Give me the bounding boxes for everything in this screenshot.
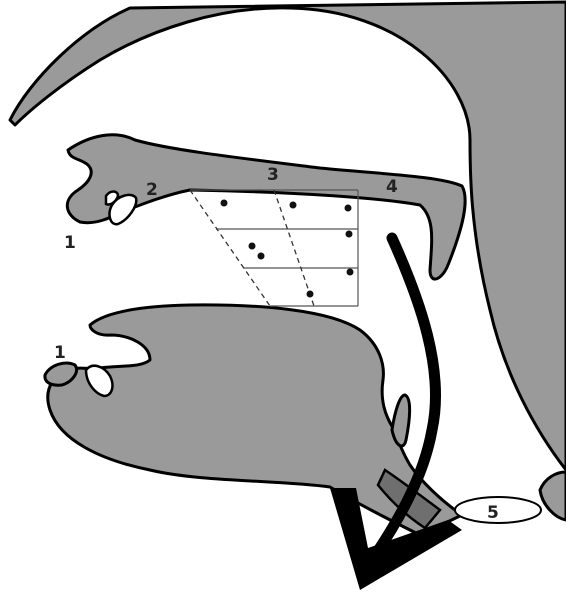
label-lips-upper: 1 (64, 233, 76, 253)
grid-front-edge (190, 190, 270, 306)
label-alveolar-ridge: 2 (146, 180, 158, 200)
epiglottis (392, 395, 410, 446)
vowel-point (345, 205, 352, 212)
vowel-points (221, 200, 354, 298)
label-soft-palate: 4 (386, 177, 398, 197)
posterior-pharynx-bump (540, 472, 566, 520)
vowel-chart-grid (190, 190, 358, 306)
vowel-point (290, 202, 297, 209)
label-lips-lower: 1 (54, 343, 66, 363)
vowel-point (346, 231, 353, 238)
label-hard-palate: 3 (267, 165, 279, 185)
vowel-point (249, 243, 256, 250)
vowel-point (258, 253, 265, 260)
vowel-point (347, 269, 354, 276)
vowel-point (307, 291, 314, 298)
label-glottis: 5 (487, 503, 499, 523)
vowel-point (221, 200, 228, 207)
